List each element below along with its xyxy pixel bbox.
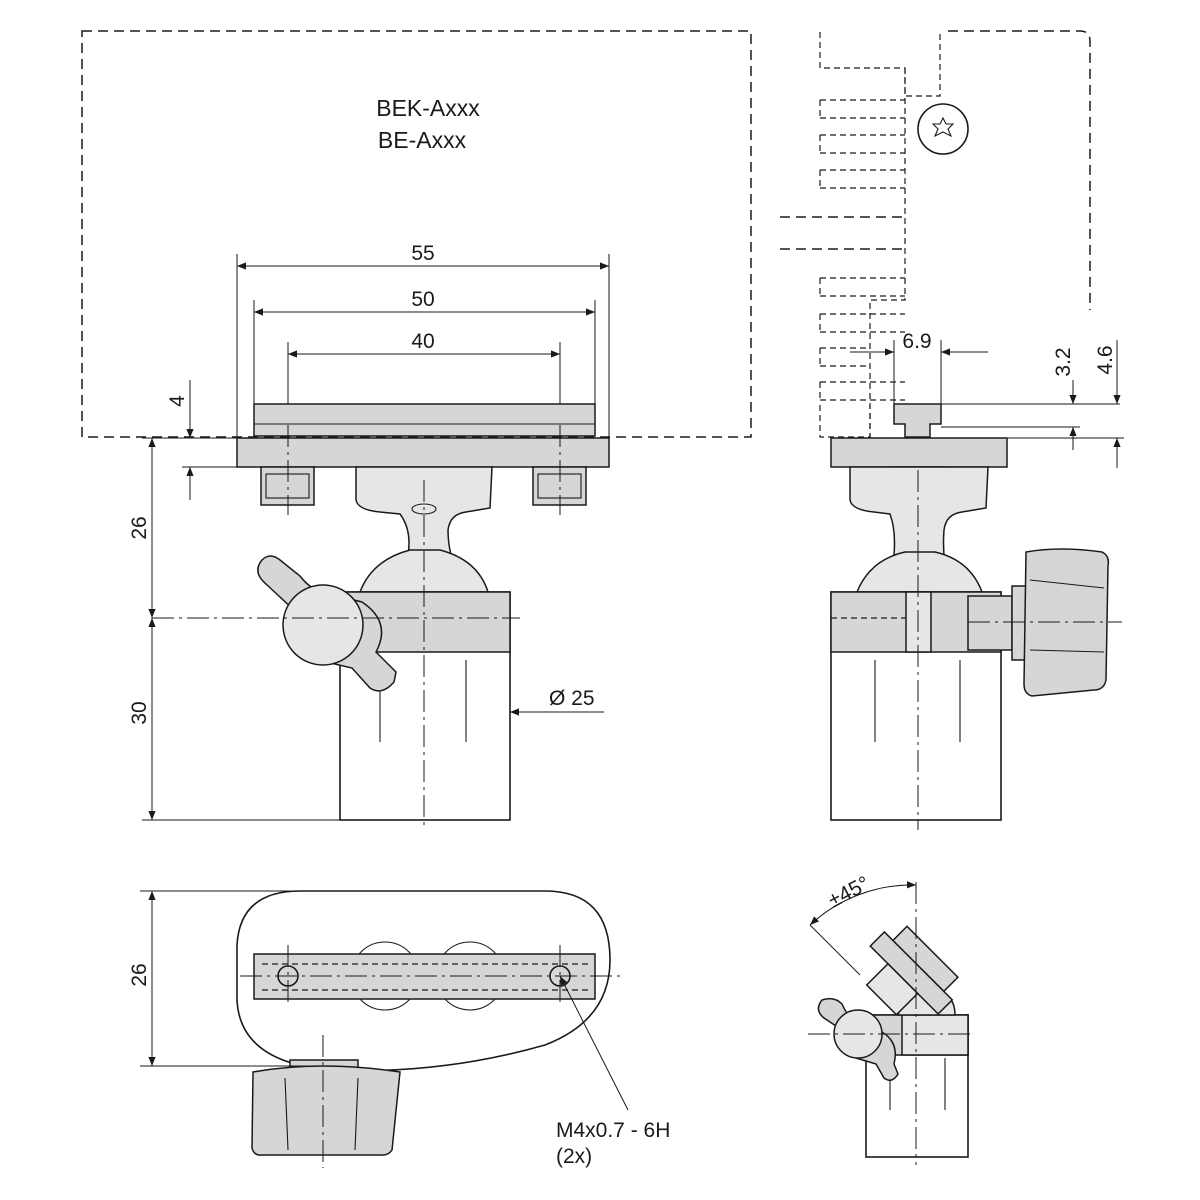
adapter-plate-base	[236, 437, 610, 468]
svg-text:26: 26	[128, 516, 151, 539]
slot-nut	[893, 403, 942, 438]
thread-spec: M4x0.7 - 6H	[556, 1119, 670, 1142]
dimension-diameter-25: Ø 25	[510, 687, 604, 716]
side-base-plate	[830, 437, 1008, 468]
dimension-40: 40	[287, 330, 561, 404]
thread-callout: M4x0.7 - 6H (2x)	[556, 975, 670, 1168]
side-knob	[967, 595, 1013, 651]
wing-screw-hub	[282, 584, 364, 666]
dimension-55: 55	[236, 242, 610, 438]
svg-text:3.2: 3.2	[1052, 347, 1075, 376]
dimension-50: 50	[253, 288, 596, 404]
adapter-plate-upper	[253, 403, 596, 437]
top-knob	[251, 1065, 401, 1156]
svg-text:4: 4	[166, 395, 189, 407]
dimension-6-9: 6.9	[850, 330, 988, 404]
dimension-26-front: 26	[128, 437, 237, 618]
torx-screw-icon	[917, 103, 969, 155]
svg-text:6.9: 6.9	[902, 330, 931, 353]
svg-text:±45°: ±45°	[824, 872, 873, 913]
svg-text:40: 40	[411, 330, 434, 353]
device-side-outline	[948, 30, 1091, 310]
svg-text:50: 50	[411, 288, 434, 311]
top-view	[236, 890, 611, 1156]
front-view: BEK-Axxx BE-Axxx	[81, 30, 752, 821]
heat-sink-fins	[819, 32, 941, 438]
svg-text:26: 26	[128, 963, 151, 986]
svg-text:30: 30	[128, 701, 151, 724]
target-model-line2: BE-Axxx	[378, 127, 467, 153]
dimension-26-top: 26	[128, 890, 330, 1067]
tilt-view	[817, 925, 969, 1158]
svg-text:Ø 25: Ø 25	[549, 687, 595, 710]
svg-text:55: 55	[411, 242, 434, 265]
dimension-4: 4	[166, 380, 237, 500]
thread-qty: (2x)	[556, 1145, 592, 1168]
dimension-30: 30	[128, 618, 340, 821]
side-view	[780, 30, 1110, 821]
target-device-outline	[81, 30, 752, 438]
dimension-3-2: 3.2	[941, 347, 1120, 450]
dimension-4-6: 4.6	[1007, 340, 1124, 468]
target-model-line1: BEK-Axxx	[376, 95, 480, 121]
svg-text:4.6: 4.6	[1094, 345, 1117, 374]
